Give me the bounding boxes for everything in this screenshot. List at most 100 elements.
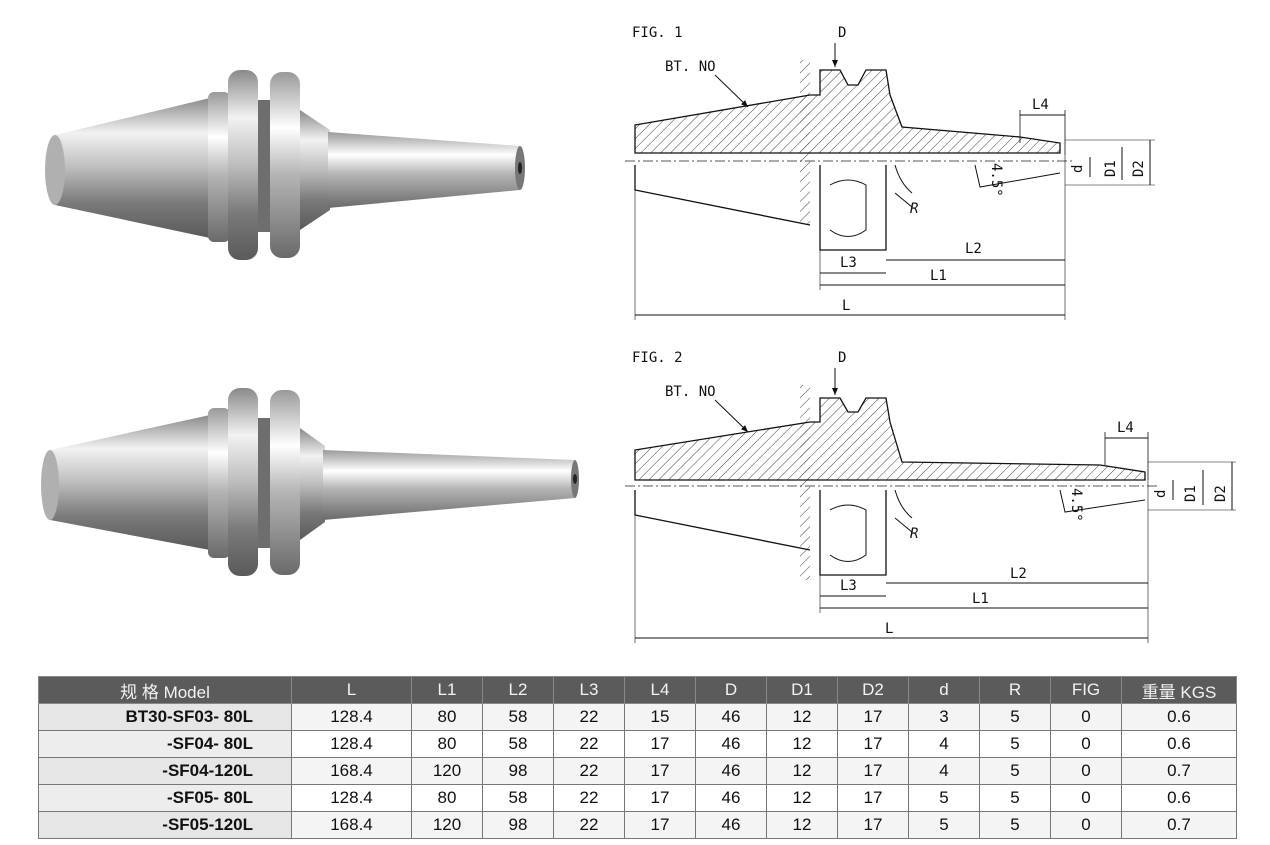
fig1-l1-label: L1 bbox=[930, 268, 947, 284]
fig2-title: FIG. 2 bbox=[632, 350, 683, 366]
table-cell: 22 bbox=[553, 784, 625, 812]
tool-holder-photo-long bbox=[41, 388, 579, 576]
table-cell: 22 bbox=[553, 757, 625, 785]
fig2-drawing: FIG. 2 BT. NO D L4 d D1 D2 4.5° R L2 L3 … bbox=[625, 350, 1236, 643]
table-cell: 0.7 bbox=[1121, 757, 1237, 785]
fig1-r-label: R bbox=[910, 201, 918, 217]
table-cell: 12 bbox=[766, 784, 838, 812]
model-cell: BT30-SF03- 80L bbox=[38, 703, 292, 731]
model-cell: -SF04-120L bbox=[38, 757, 292, 785]
table-cell: 0 bbox=[1050, 757, 1122, 785]
table-cell: 17 bbox=[624, 811, 696, 839]
fig1-l4-label: L4 bbox=[1032, 97, 1049, 113]
header-fig: FIG bbox=[1050, 676, 1122, 704]
fig1-d1-label: D1 bbox=[1103, 160, 1119, 177]
table-cell: 17 bbox=[837, 811, 909, 839]
table-cell: 22 bbox=[553, 811, 625, 839]
table-cell: 17 bbox=[624, 730, 696, 758]
fig2-l4-label: L4 bbox=[1117, 420, 1134, 436]
table-cell: 128.4 bbox=[291, 703, 412, 731]
table-cell: 4 bbox=[908, 757, 980, 785]
table-cell: 5 bbox=[979, 757, 1051, 785]
table-cell: 0.6 bbox=[1121, 730, 1237, 758]
table-cell: 120 bbox=[411, 757, 483, 785]
model-cell: -SF05- 80L bbox=[38, 784, 292, 812]
header-r: R bbox=[979, 676, 1051, 704]
table-cell: 168.4 bbox=[291, 811, 412, 839]
table-cell: 46 bbox=[695, 811, 767, 839]
table-cell: 80 bbox=[411, 784, 483, 812]
table-cell: 5 bbox=[979, 784, 1051, 812]
fig2-small-d-label: d bbox=[1153, 490, 1169, 498]
table-cell: 58 bbox=[482, 730, 554, 758]
table-cell: 22 bbox=[553, 730, 625, 758]
table-cell: 0 bbox=[1050, 703, 1122, 731]
table-cell: 0.7 bbox=[1121, 811, 1237, 839]
model-cell: -SF04- 80L bbox=[38, 730, 292, 758]
fig2-d1-label: D1 bbox=[1183, 485, 1199, 502]
table-cell: 168.4 bbox=[291, 757, 412, 785]
header-model: 规 格 Model bbox=[38, 676, 292, 704]
fig2-r-label: R bbox=[910, 526, 918, 542]
fig1-bt-label: BT. NO bbox=[665, 59, 716, 75]
fig1-l3-label: L3 bbox=[840, 255, 857, 271]
table-cell: 5 bbox=[979, 811, 1051, 839]
fig2-angle-label: 4.5° bbox=[1068, 488, 1084, 522]
header-small-d: d bbox=[908, 676, 980, 704]
header-weight: 重量 KGS bbox=[1121, 676, 1237, 704]
fig2-d2-label: D2 bbox=[1213, 485, 1229, 502]
fig2-d-label: D bbox=[838, 350, 846, 366]
table-cell: 46 bbox=[695, 784, 767, 812]
table-cell: 128.4 bbox=[291, 730, 412, 758]
table-cell: 120 bbox=[411, 811, 483, 839]
table-cell: 58 bbox=[482, 703, 554, 731]
header-l: L bbox=[291, 676, 412, 704]
table-cell: 46 bbox=[695, 730, 767, 758]
table-cell: 46 bbox=[695, 757, 767, 785]
model-cell: -SF05-120L bbox=[38, 811, 292, 839]
fig2-l3-label: L3 bbox=[840, 578, 857, 594]
fig1-small-d-label: d bbox=[1070, 165, 1086, 173]
fig1-l-label: L bbox=[842, 298, 850, 314]
table-cell: 46 bbox=[695, 703, 767, 731]
table-cell: 12 bbox=[766, 757, 838, 785]
table-cell: 22 bbox=[553, 703, 625, 731]
table-cell: 12 bbox=[766, 811, 838, 839]
table-cell: 17 bbox=[837, 757, 909, 785]
header-l1: L1 bbox=[411, 676, 483, 704]
spec-table: 规 格 Model L L1 L2 L3 L4 D D1 D2 d R FIG … bbox=[38, 676, 1237, 839]
fig1-d2-label: D2 bbox=[1131, 160, 1147, 177]
table-cell: 5 bbox=[979, 730, 1051, 758]
table-cell: 80 bbox=[411, 703, 483, 731]
fig1-title: FIG. 1 bbox=[632, 25, 683, 41]
fig2-l2-label: L2 bbox=[1010, 566, 1027, 582]
table-cell: 17 bbox=[837, 784, 909, 812]
table-cell: 3 bbox=[908, 703, 980, 731]
fig2-bt-label: BT. NO bbox=[665, 384, 716, 400]
fig1-l2-label: L2 bbox=[965, 241, 982, 257]
table-cell: 98 bbox=[482, 757, 554, 785]
header-d2: D2 bbox=[837, 676, 909, 704]
fig2-l-label: L bbox=[885, 621, 893, 637]
table-header-row: 规 格 Model L L1 L2 L3 L4 D D1 D2 d R FIG … bbox=[38, 676, 1237, 704]
table-cell: 17 bbox=[624, 784, 696, 812]
table-cell: 5 bbox=[908, 784, 980, 812]
table-cell: 17 bbox=[837, 730, 909, 758]
fig1-angle-label: 4.5° bbox=[988, 163, 1004, 197]
table-cell: 17 bbox=[624, 757, 696, 785]
table-cell: 15 bbox=[624, 703, 696, 731]
table-cell: 4 bbox=[908, 730, 980, 758]
table-cell: 98 bbox=[482, 811, 554, 839]
table-cell: 128.4 bbox=[291, 784, 412, 812]
table-cell: 5 bbox=[908, 811, 980, 839]
header-d1: D1 bbox=[766, 676, 838, 704]
table-cell: 5 bbox=[979, 703, 1051, 731]
header-l2: L2 bbox=[482, 676, 554, 704]
table-cell: 17 bbox=[837, 703, 909, 731]
table-cell: 0.6 bbox=[1121, 784, 1237, 812]
